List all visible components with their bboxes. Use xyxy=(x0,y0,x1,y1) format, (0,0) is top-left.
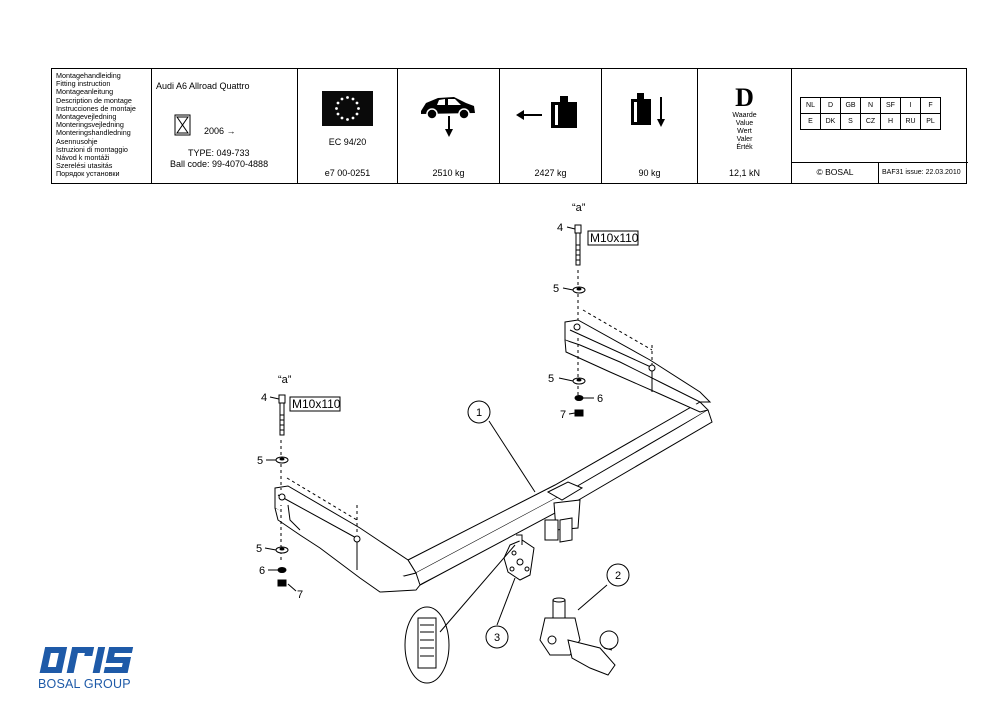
ball-code: Ball code: 99-4070-4888 xyxy=(170,159,269,169)
part-label-5: 5 xyxy=(256,543,262,555)
d-symbol: D xyxy=(735,83,754,112)
d-value-terms: Waarde Value Wert Valer Érték xyxy=(732,112,757,151)
vertical-load-icon xyxy=(631,93,665,127)
total-mass: 2510 kg xyxy=(432,168,465,178)
trailer-mass: 2427 kg xyxy=(534,168,567,178)
eu-star-icon xyxy=(355,112,359,116)
bolt-ref-label: “a” xyxy=(278,374,292,386)
model-year: 2006 → xyxy=(204,126,236,136)
part-label-7: 7 xyxy=(560,409,566,421)
part-label-2: 2 xyxy=(615,570,621,582)
country-code: PL xyxy=(920,113,941,130)
part-label-1: 1 xyxy=(476,407,482,419)
trailer-weight-icon xyxy=(516,96,577,128)
country-code: E xyxy=(800,113,821,130)
language-cell: Montagehandleiding Fitting instruction M… xyxy=(52,69,152,183)
divider xyxy=(792,162,968,163)
eu-star-icon xyxy=(340,97,344,101)
country-codes-table: NL D GB N SF I F E DK S CZ H RU PL xyxy=(800,97,941,130)
eu-star-icon xyxy=(357,107,360,110)
part-label-5: 5 xyxy=(548,373,554,385)
d-value: 12,1 kN xyxy=(728,168,761,178)
hourglass-icon xyxy=(174,114,191,136)
right-bolt xyxy=(574,224,582,266)
language-list: Montagehandleiding Fitting instruction M… xyxy=(56,71,136,179)
vertical-load: 90 kg xyxy=(638,168,661,178)
type-label xyxy=(404,544,516,684)
part-label-4: 4 xyxy=(557,222,563,234)
part-label-4: 4 xyxy=(261,392,267,404)
eu-star-icon xyxy=(335,107,338,110)
callouts xyxy=(467,400,630,649)
approval-number: e7 00-0251 xyxy=(324,168,371,178)
issue-date: BAF31 issue: 22.03.2010 xyxy=(878,162,968,184)
country-code: DK xyxy=(820,113,841,130)
left-bolt xyxy=(278,394,286,436)
detachable-ball xyxy=(539,597,619,676)
eu-star-icon xyxy=(340,116,344,120)
d-value-cell: D Waarde Value Wert Valer Érték 12,1 kN xyxy=(698,69,792,183)
part-label-5: 5 xyxy=(257,455,263,467)
part-label-3: 3 xyxy=(494,632,500,644)
leader-lines xyxy=(264,226,608,626)
brand-group: BOSAL GROUP xyxy=(38,677,131,691)
bolt-size-label: M10x110 xyxy=(590,231,639,245)
type-number: TYPE: 049-733 xyxy=(188,148,250,158)
eu-flag-icon xyxy=(322,91,373,126)
part-label-6: 6 xyxy=(259,565,265,577)
total-mass-cell: 2510 kg xyxy=(398,69,500,183)
right-bracket xyxy=(564,319,712,413)
eu-star-icon xyxy=(351,116,355,120)
country-cell: NL D GB N SF I F E DK S CZ H RU PL © BOS… xyxy=(792,69,968,184)
car-weight-icon xyxy=(421,97,475,137)
eu-star-icon xyxy=(355,101,359,105)
vehicle-cell: Audi A6 Allroad Quattro 2006 → TYPE: 049… xyxy=(152,69,298,183)
header-table: Montagehandleiding Fitting instruction M… xyxy=(51,68,968,184)
washers xyxy=(275,286,586,554)
part-label-5: 5 xyxy=(553,283,559,295)
cross-beam xyxy=(407,401,713,586)
part-label-7: 7 xyxy=(297,589,303,601)
bolt-guides xyxy=(280,270,653,560)
vertical-load-cell: 90 kg xyxy=(602,69,698,183)
bolt-size-label: M10x110 xyxy=(292,397,341,411)
eu-star-icon xyxy=(336,101,340,105)
vehicle-model: Audi A6 Allroad Quattro xyxy=(156,81,250,91)
eu-star-icon xyxy=(351,97,355,101)
eu-star-icon xyxy=(346,96,349,99)
left-bracket xyxy=(274,485,421,593)
trailer-mass-cell: 2427 kg xyxy=(500,69,602,183)
oris-logo xyxy=(39,647,134,673)
approval-cell: EC 94/20 e7 00-0251 xyxy=(298,69,398,183)
bolt-size-boxes xyxy=(289,230,639,412)
socket-plate xyxy=(503,534,535,581)
ec-standard: EC 94/20 xyxy=(328,137,367,147)
eu-star-icon xyxy=(336,112,340,116)
part-label-6: 6 xyxy=(597,393,603,405)
copyright: © BOSAL xyxy=(816,167,854,177)
country-row: NL D GB N SF I F xyxy=(800,97,941,114)
country-code: RU xyxy=(900,113,921,130)
part-labels: 4 5 5 6 7 4 5 5 6 7 1 2 3 “a” “a” M10x11… xyxy=(256,202,639,644)
bolt-ref-label: “a” xyxy=(572,202,586,214)
country-row: E DK S CZ H RU PL xyxy=(800,113,941,130)
eu-star-icon xyxy=(346,118,349,121)
